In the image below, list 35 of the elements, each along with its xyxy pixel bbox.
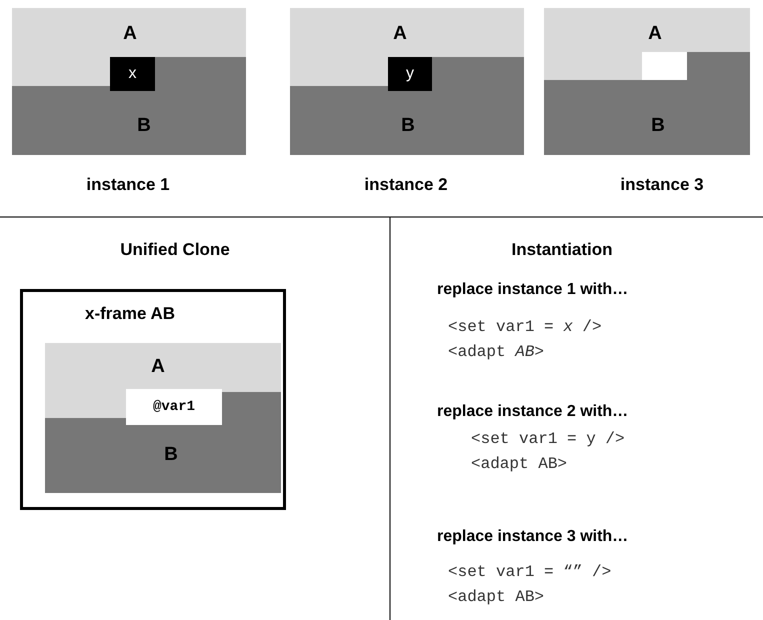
frame-box [20,289,286,510]
region-label: A [648,23,662,45]
code-line: <set var1 = “” /> [448,563,612,581]
region-label: A [151,356,165,378]
slot-value: @var1 [153,399,195,415]
region-label: B [137,115,151,137]
code-line: <adapt AB> [448,588,544,606]
step-heading: replace instance 2 with… [437,403,628,421]
step-heading: replace instance 1 with… [437,281,628,299]
frame-title: x-frame AB [85,304,176,324]
region-label: B [164,444,178,466]
variable-slot [388,57,432,91]
variable-slot [110,57,155,91]
instance-caption: instance 1 [86,175,170,195]
region-label: B [651,115,665,137]
region-panel [544,8,750,155]
region-label: A [123,23,137,45]
region-panel [12,8,246,155]
step-heading: replace instance 3 with… [437,528,628,546]
instance-caption: instance 3 [620,175,704,195]
section-heading: Unified Clone [120,240,230,260]
code-line: <set var1 = x /> [448,318,602,336]
variable-slot [126,389,222,425]
code-line: <set var1 = y /> [471,430,625,448]
section-heading: Instantiation [511,240,613,260]
region-label: A [393,23,407,45]
slot-value: y [406,65,414,83]
code-line: <adapt AB> [448,343,544,361]
instance-caption: instance 2 [364,175,448,195]
empty-slot [642,52,687,80]
region-panel [45,343,281,493]
slot-value: x [128,65,136,83]
code-line: <adapt AB> [471,455,568,473]
region-label: B [401,115,415,137]
region-panel [290,8,524,155]
